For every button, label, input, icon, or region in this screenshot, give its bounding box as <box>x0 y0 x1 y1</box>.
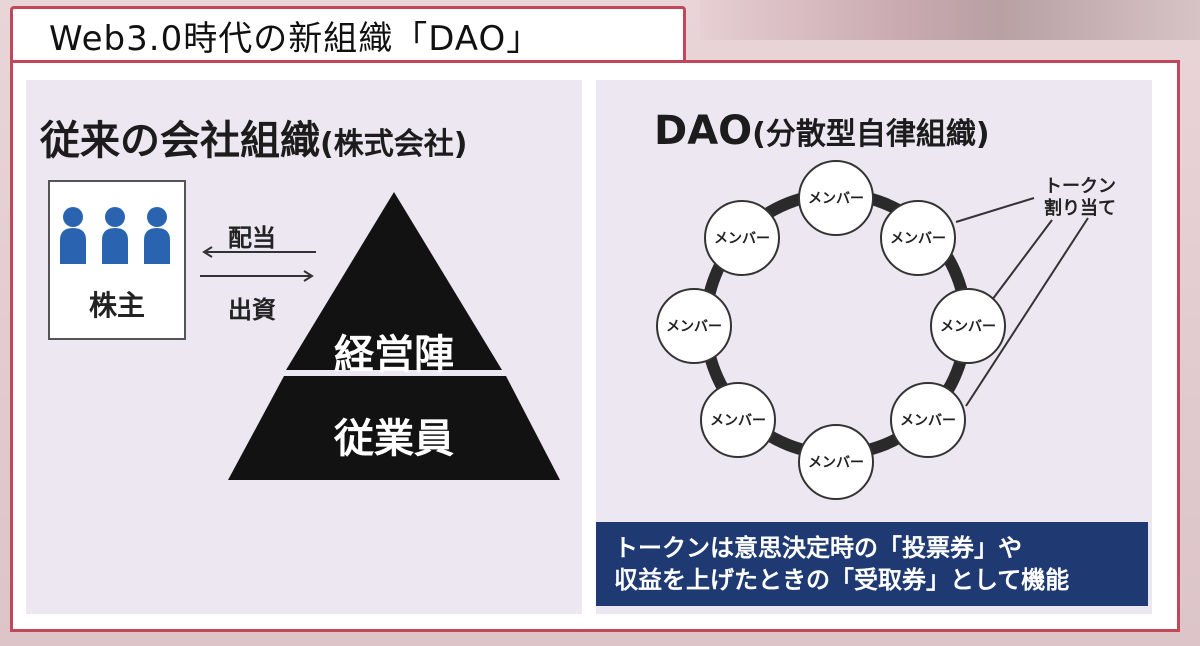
token-pointer-line <box>955 197 1035 223</box>
dao-heading: DAO(分散型自律組織) <box>654 108 990 154</box>
member-node: メンバー <box>930 288 1006 364</box>
title-tab: Web3.0時代の新組織「DAO」 <box>10 6 686 62</box>
info-line: トークンは意思決定時の「投票券」や <box>614 534 1022 562</box>
dividend-label: 配当 <box>228 224 276 252</box>
page-title: Web3.0時代の新組織「DAO」 <box>49 19 542 59</box>
dividend-arrow <box>202 246 316 258</box>
member-node: メンバー <box>798 160 874 236</box>
pyramid-top-tier <box>286 192 502 370</box>
member-node: メンバー <box>704 200 780 276</box>
info-line: 収益を上げたときの「受取券」として機能 <box>614 566 1070 594</box>
token-label-line: 割り当て <box>1044 198 1116 219</box>
token-pointer-line <box>965 217 1089 407</box>
management-label: 経営陣 <box>334 332 454 378</box>
member-node: メンバー <box>890 382 966 458</box>
shareholder-person-icon <box>102 207 128 264</box>
pyramid-bottom-tier <box>228 376 560 480</box>
shareholder-person-icon <box>60 207 86 264</box>
flow-arrows <box>200 246 316 282</box>
background-decoration <box>700 0 1200 40</box>
investment-arrow <box>200 270 314 282</box>
member-node: メンバー <box>880 200 956 276</box>
token-pointer-line <box>991 219 1053 301</box>
member-node: メンバー <box>798 424 874 500</box>
employees-label: 従業員 <box>334 416 454 462</box>
heading-main: 従来の会社組織 <box>40 118 320 164</box>
investment-label: 出資 <box>228 296 276 324</box>
member-node: メンバー <box>700 382 776 458</box>
shareholder-label: 株主 <box>88 289 145 322</box>
member-node: メンバー <box>656 288 732 364</box>
shareholder-person-icon <box>144 207 170 264</box>
heading-sub: (分散型自律組織) <box>752 117 990 152</box>
heading-sub: (株式会社) <box>320 127 468 162</box>
hierarchy-pyramid <box>228 192 560 480</box>
traditional-company-heading: 従来の会社組織(株式会社) <box>40 108 467 166</box>
token-info-box: トークンは意思決定時の「投票券」や 収益を上げたときの「受取券」として機能 <box>596 522 1148 606</box>
token-allocation-label: トークン 割り当て <box>1030 176 1130 220</box>
heading-main: DAO <box>654 108 753 154</box>
token-label-line: トークン <box>1044 176 1116 197</box>
